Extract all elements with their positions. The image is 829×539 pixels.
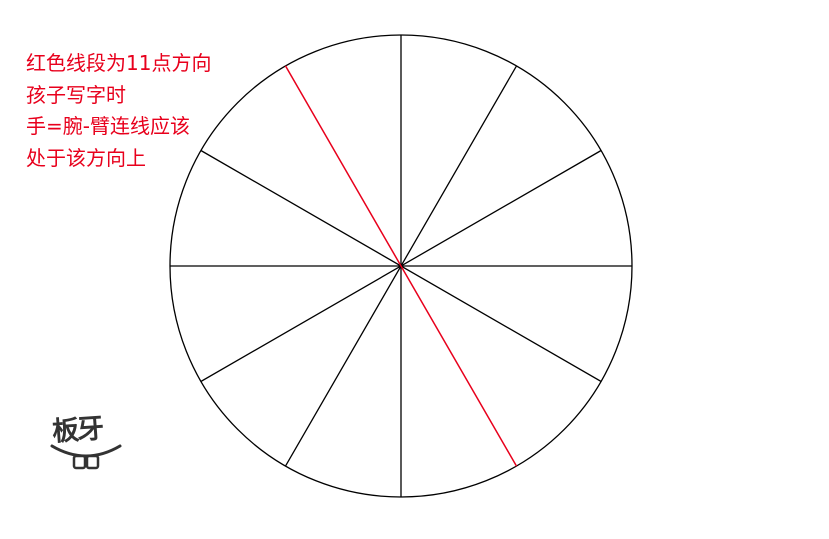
highlight-line-11-5 bbox=[284, 65, 518, 467]
caption-line-3: 手=腕-臂连线应该 bbox=[26, 114, 190, 138]
caption-line-4: 处于该方向上 bbox=[26, 145, 146, 170]
smile-teeth-icon bbox=[50, 444, 122, 470]
caption-line-2: 孩子写字时 bbox=[26, 82, 126, 107]
instruction-caption: 红色线段为11点方向 孩子写字时 手=腕-臂连线应该 处于该方向上 bbox=[26, 48, 266, 174]
caption-line-1: 红色线段为11点方向 bbox=[26, 51, 212, 75]
banya-logo: 板牙 bbox=[48, 402, 124, 484]
